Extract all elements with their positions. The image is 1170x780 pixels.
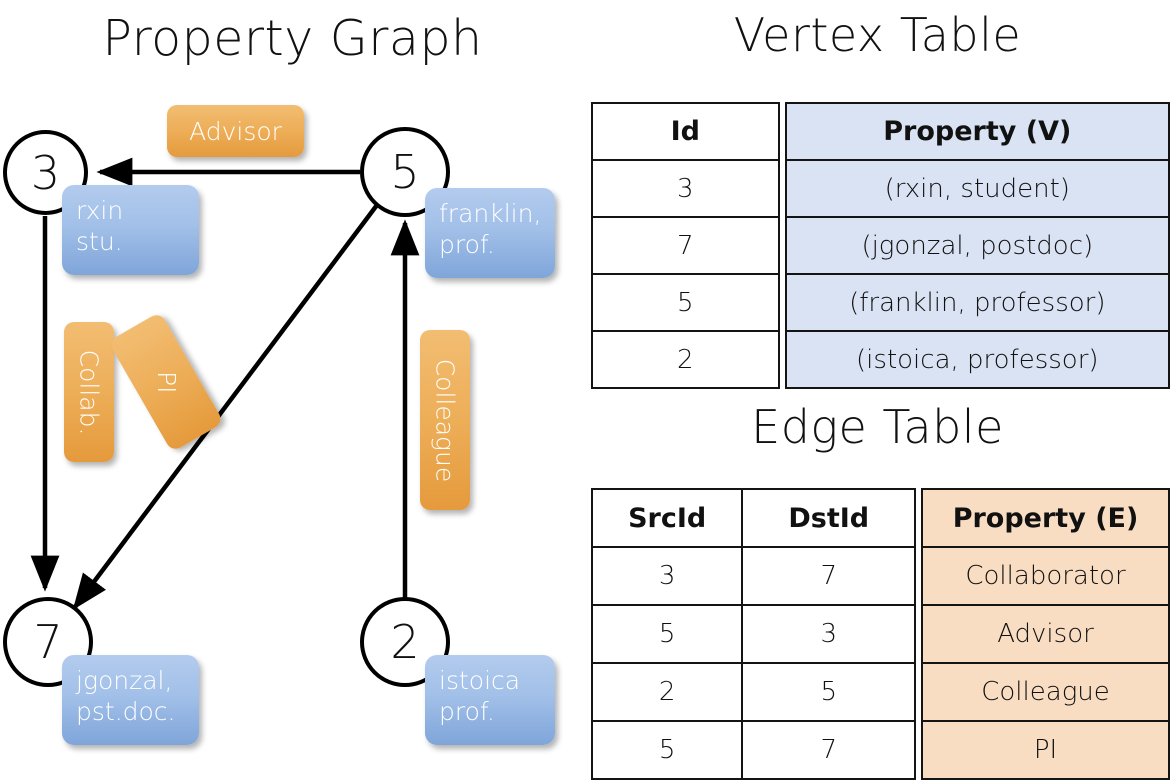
edge-src-cell: 5 [590, 604, 744, 664]
node-property-box-jgonzal: jgonzal, pst.doc. [62, 655, 199, 745]
edge-property-cell: Advisor [921, 604, 1170, 664]
edge-table-header-srcid: SrcId [590, 488, 744, 548]
edge-property-cell: Collaborator [921, 546, 1170, 606]
graph-node-5[interactable]: 5 [360, 127, 450, 217]
page-title-property-graph: Property Graph [102, 10, 483, 67]
table-row: 7 (jgonzal, postdoc) [591, 216, 1170, 275]
vertex-property-cell: (jgonzal, postdoc) [784, 216, 1170, 275]
graph-node-5-label: 5 [390, 145, 420, 199]
edge-dst-cell: 3 [741, 604, 917, 664]
graph-node-2-label: 2 [390, 615, 420, 669]
page-title-vertex-table: Vertex Table [733, 8, 1022, 62]
table-row: 3 (rxin, student) [591, 159, 1170, 218]
vertex-property-cell: (rxin, student) [784, 159, 1170, 218]
node-property-box-rxin: rxin stu. [62, 185, 199, 275]
vertex-id-cell: 7 [591, 216, 780, 275]
edge-table: SrcId DstId Property (E) 3 7 Collaborato… [590, 488, 1170, 780]
node-property-line-2: prof. [439, 230, 495, 260]
node-property-line-2: stu. [76, 227, 123, 257]
table-row: 2 (istoica, professor) [591, 330, 1170, 389]
graph-node-3-label: 3 [30, 145, 61, 200]
edge-src-cell: 5 [590, 720, 744, 780]
edge-table-header-property: Property (E) [921, 488, 1170, 548]
node-property-line-1: franklin, [439, 199, 542, 228]
graph-node-2[interactable]: 2 [360, 597, 450, 687]
edge-property-cell: Colleague [921, 662, 1170, 722]
node-property-line-1: rxin [76, 196, 124, 225]
column-gap [915, 605, 923, 663]
graph-edges-svg [30, 157, 420, 610]
vertex-id-cell: 2 [591, 330, 780, 389]
column-gap [778, 103, 786, 160]
column-gap [915, 489, 923, 547]
edge-label-colleague-text: Colleague [430, 358, 460, 482]
table-header-row: Id Property (V) [591, 102, 1170, 161]
edge-dst-cell: 5 [741, 662, 917, 722]
edge-table-header-dstid: DstId [741, 488, 917, 548]
edge-property-cell: PI [921, 720, 1170, 780]
vertex-table-header-property: Property (V) [784, 102, 1170, 161]
table-row: 2 5 Colleague [590, 662, 1170, 722]
vertex-property-cell: (istoica, professor) [784, 330, 1170, 389]
node-property-line-1: istoica [439, 666, 521, 695]
edge-label-colleague: Colleague [420, 330, 470, 510]
column-gap [778, 274, 786, 331]
edge-src-cell: 3 [590, 546, 744, 606]
vertex-property-cell: (franklin, professor) [784, 273, 1170, 332]
column-gap [778, 217, 786, 274]
node-property-box-istoica: istoica prof. [425, 655, 555, 745]
page-title-edge-table: Edge Table [751, 400, 1004, 454]
column-gap [778, 331, 786, 388]
vertex-id-cell: 3 [591, 159, 780, 218]
edge-5-to-7 [72, 203, 379, 610]
edge-label-collab: Collab. [64, 322, 114, 462]
node-property-line-2: prof. [439, 697, 495, 727]
table-row: 3 7 Collaborator [590, 546, 1170, 606]
node-property-box-franklin: franklin, prof. [425, 188, 555, 278]
column-gap [778, 160, 786, 217]
table-header-row: SrcId DstId Property (E) [590, 488, 1170, 548]
table-row: 5 7 PI [590, 720, 1170, 780]
vertex-id-cell: 5 [591, 273, 780, 332]
table-row: 5 3 Advisor [590, 604, 1170, 664]
column-gap [915, 663, 923, 721]
vertex-table-header-id: Id [591, 102, 780, 161]
graph-node-7-label: 7 [33, 615, 63, 669]
vertex-table: Id Property (V) 3 (rxin, student) 7 (jgo… [591, 102, 1170, 389]
edge-label-pi-text: PI [151, 370, 181, 394]
property-graph-panel: Property Graph 3 5 7 2 rxin stu. frankli… [0, 0, 585, 760]
column-gap [915, 547, 923, 605]
edge-dst-cell: 7 [741, 546, 917, 606]
node-property-line-2: pst.doc. [76, 697, 176, 727]
edge-label-advisor-text: Advisor [189, 116, 282, 146]
edge-label-collab-text: Collab. [74, 349, 104, 435]
edge-src-cell: 2 [590, 662, 744, 722]
edge-label-advisor: Advisor [167, 105, 304, 157]
node-property-line-1: jgonzal, [76, 666, 173, 695]
table-row: 5 (franklin, professor) [591, 273, 1170, 332]
column-gap [915, 721, 923, 779]
edge-dst-cell: 7 [741, 720, 917, 780]
